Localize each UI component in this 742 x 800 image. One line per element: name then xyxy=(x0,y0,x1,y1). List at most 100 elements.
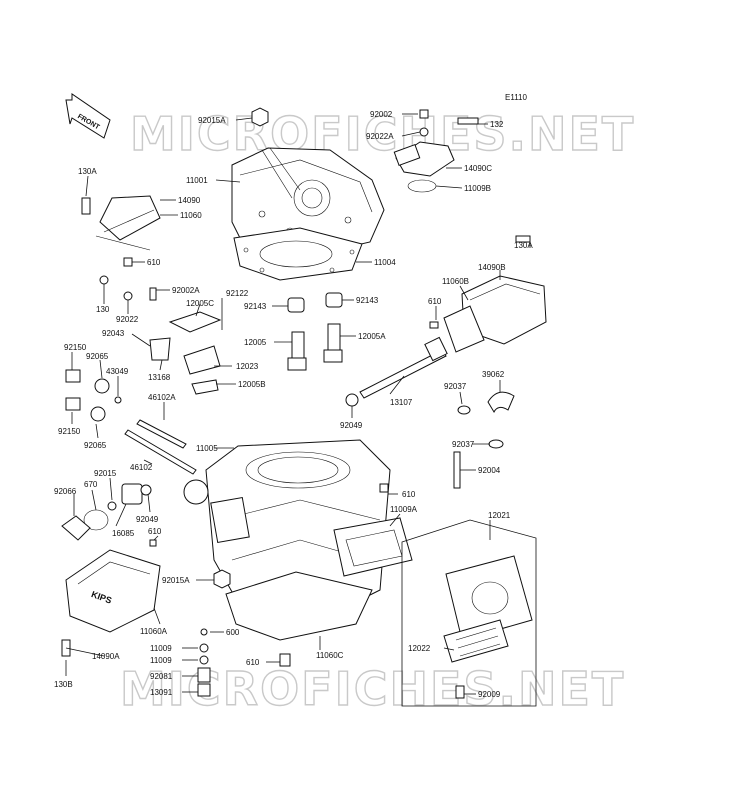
pin-610-c xyxy=(379,483,389,493)
label-610-a: 610 xyxy=(147,258,161,267)
gear-16085 xyxy=(121,483,143,505)
part-labels: 92015A 11001 92002 92022A 132 14090C 110… xyxy=(54,110,533,699)
reed-valve-group xyxy=(401,519,537,707)
label-11009-a: 11009 xyxy=(150,644,172,653)
bolt-130 xyxy=(99,275,109,285)
washer-11009-b xyxy=(199,655,209,665)
nut-92015 xyxy=(107,501,117,511)
label-14090a: 14090A xyxy=(92,652,120,661)
cap-92066 xyxy=(61,515,91,541)
label-16085: 16085 xyxy=(112,529,135,538)
label-14090c: 14090C xyxy=(464,164,492,173)
label-12023: 12023 xyxy=(236,362,259,371)
reed-gasket-11009a xyxy=(333,517,413,577)
label-92081: 92081 xyxy=(150,672,173,681)
label-92065-b: 92065 xyxy=(84,441,107,450)
gasket-11060b xyxy=(443,305,485,353)
collar-92143-a xyxy=(287,297,305,313)
collar-92143-b xyxy=(325,292,343,308)
label-92022a: 92022A xyxy=(366,132,394,141)
label-92143-b: 92143 xyxy=(356,296,379,305)
shaft-13107 xyxy=(359,336,448,399)
label-130: 130 xyxy=(96,305,110,314)
label-92043: 92043 xyxy=(102,329,125,338)
label-92049-b: 92049 xyxy=(136,515,159,524)
clamp-92037-b xyxy=(488,439,504,449)
label-13107: 13107 xyxy=(390,398,413,407)
label-92004: 92004 xyxy=(478,466,501,475)
label-92066: 92066 xyxy=(54,487,77,496)
label-11004: 11004 xyxy=(374,258,396,267)
label-92037-a: 92037 xyxy=(444,382,467,391)
label-130a-left: 130A xyxy=(78,167,97,176)
exhaust-valves xyxy=(287,323,343,371)
label-13168: 13168 xyxy=(148,373,171,382)
label-46102: 46102 xyxy=(130,463,153,472)
pin-610-d xyxy=(149,539,157,547)
label-11005: 11005 xyxy=(196,444,218,453)
label-12005b: 12005B xyxy=(238,380,266,389)
label-610-e: 610 xyxy=(246,658,260,667)
label-610-b: 610 xyxy=(428,297,442,306)
seal-92049-b xyxy=(140,484,152,496)
label-92015: 92015 xyxy=(94,469,117,478)
label-39062: 39062 xyxy=(482,370,505,379)
nut-top xyxy=(251,107,269,127)
seal-92049-a xyxy=(345,393,359,407)
label-92037-b: 92037 xyxy=(452,440,475,449)
label-610-c: 610 xyxy=(402,490,416,499)
plug-92150-b xyxy=(65,397,81,411)
label-12021: 12021 xyxy=(488,511,511,520)
label-11009a: 11009A xyxy=(390,505,418,514)
label-92015a-top: 92015A xyxy=(198,116,226,125)
rod-46102a xyxy=(136,419,187,449)
label-11060b: 11060B xyxy=(442,277,469,286)
rod-46102 xyxy=(124,429,197,475)
washer-92065-b xyxy=(90,406,106,422)
label-130b: 130B xyxy=(54,680,73,689)
hose-39062 xyxy=(487,391,515,414)
stud-92004 xyxy=(453,451,461,489)
valve-brackets xyxy=(149,311,222,395)
leader-lines xyxy=(65,113,531,695)
label-11060c: 11060C xyxy=(316,651,344,660)
watermark-top: MICROFICHES.NET xyxy=(130,107,635,161)
label-92002a: 92002A xyxy=(172,286,200,295)
label-92049-a: 92049 xyxy=(340,421,363,430)
label-130a-right: 130A xyxy=(514,241,533,250)
label-92150-b: 92150 xyxy=(58,427,81,436)
label-92150-a: 92150 xyxy=(64,343,87,352)
label-11009b: 11009B xyxy=(464,184,491,193)
pin-610-e xyxy=(279,653,291,667)
label-670: 670 xyxy=(84,480,98,489)
label-92022: 92022 xyxy=(116,315,139,324)
kips-cover: KIPS xyxy=(65,549,161,633)
label-14090b: 14090B xyxy=(478,263,506,272)
label-12005c: 12005C xyxy=(186,299,214,308)
base-gasket-11060c xyxy=(225,571,373,641)
guide-13091 xyxy=(197,683,211,697)
clamp-92037-a xyxy=(457,405,471,415)
label-11060: 11060 xyxy=(180,211,202,220)
label-12022: 12022 xyxy=(408,644,431,653)
label-92065-a: 92065 xyxy=(86,352,109,361)
ball-43049 xyxy=(114,396,122,404)
label-12005a: 12005A xyxy=(358,332,386,341)
pin-610-b xyxy=(429,321,439,329)
label-132: 132 xyxy=(490,120,504,129)
label-11060a: 11060A xyxy=(140,627,168,636)
washer-92022 xyxy=(123,291,133,301)
label-11009-b: 11009 xyxy=(150,656,172,665)
label-13091: 13091 xyxy=(150,688,173,697)
nut-bottom xyxy=(213,569,231,589)
label-92002: 92002 xyxy=(370,110,393,119)
spring-92081 xyxy=(197,667,211,683)
front-arrow-icon: FRONT xyxy=(65,93,111,139)
label-11001: 11001 xyxy=(186,176,208,185)
label-46102a: 46102A xyxy=(148,393,176,402)
label-43049: 43049 xyxy=(106,367,129,376)
label-92009: 92009 xyxy=(478,690,501,699)
label-610-d: 610 xyxy=(148,527,162,536)
label-92143-a: 92143 xyxy=(244,302,267,311)
